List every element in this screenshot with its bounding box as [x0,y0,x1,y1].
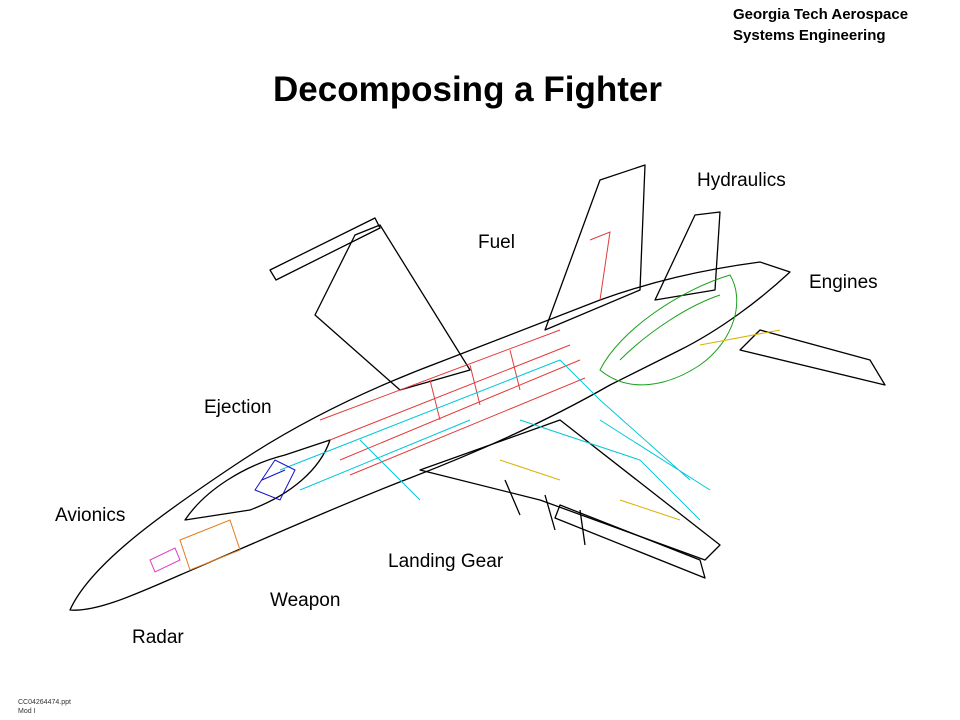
fuel-system [319,231,611,476]
org-line-2: Systems Engineering [733,27,886,44]
ejection-seat [254,459,296,501]
label-weapon: Weapon [270,590,341,611]
page-title: Decomposing a Fighter [273,70,662,109]
engine-system [599,274,738,386]
label-hydraulics: Hydraulics [697,170,786,191]
label-engines: Engines [809,272,878,293]
left-missile-outline [269,217,381,281]
label-avionics: Avionics [55,505,126,526]
radar-system [179,519,241,571]
fuselage-outline [69,261,791,611]
footer-file-name: CC04264474.ppt [18,699,71,706]
label-radar: Radar [132,627,184,648]
label-fuel: Fuel [478,232,515,253]
landing-gear-system [499,329,781,521]
org-line-1: Georgia Tech Aerospace [733,6,909,23]
footer-module: Mod I [18,708,36,715]
canopy-outline [184,439,331,521]
horizontal-stabilizer-outline [739,329,886,386]
left-wing-outline [314,224,471,391]
avionics-system [149,547,181,573]
label-ejection: Ejection [204,397,272,418]
footer-file-info: CC04264474.ppt Mod I [18,698,71,716]
organization-name: Georgia Tech Aerospace Systems Engineeri… [733,4,908,46]
right-missile-outline [554,504,706,579]
right-wing-outline [419,419,721,561]
pylon-outline [504,479,586,546]
right-tail-outline [654,211,721,301]
label-landing-gear: Landing Gear [388,551,504,572]
structure-system [279,359,711,521]
left-tail-outline [544,164,646,331]
